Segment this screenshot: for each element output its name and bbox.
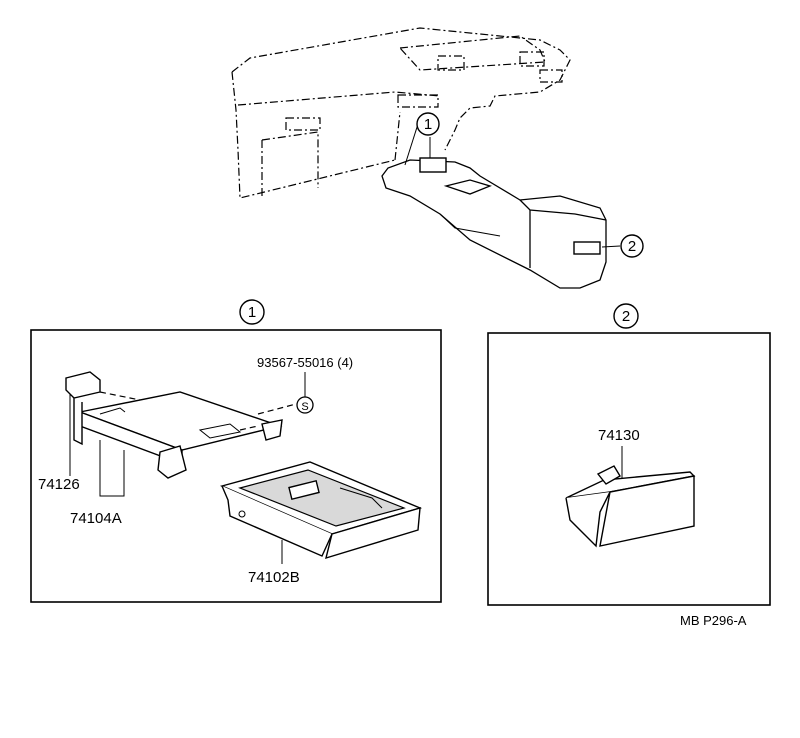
callout-label-1: 1 (424, 116, 432, 133)
side-bracket-foot (157, 445, 187, 479)
callout-circle-1 (416, 112, 440, 136)
side-bracket-leg (73, 398, 83, 446)
dash-center-line (394, 111, 401, 161)
console-side-line (439, 213, 501, 237)
leader-assembly (99, 440, 125, 497)
panel-2: 2 74130 (487, 303, 771, 606)
dashboard-mid-line (237, 91, 441, 106)
rear-ashtray-location (573, 241, 601, 255)
dashboard-lower-outline (231, 71, 396, 199)
tray-left-side (221, 485, 333, 557)
ashtray-front-face (599, 475, 695, 547)
tray-insert (288, 479, 320, 501)
reference-code: MB P296-A (680, 613, 747, 628)
bracket-assembly (65, 371, 297, 479)
panel-2-title-number: 2 (622, 308, 630, 325)
left-vent (285, 117, 321, 131)
ashtray-part-number: 74130 (598, 427, 640, 444)
assembly-part-number: 74104A (70, 510, 122, 527)
leader-callout-2 (601, 245, 621, 248)
leader-callout-1 (404, 123, 419, 166)
bolt-symbol-label: S (301, 401, 308, 413)
panel-1-frame (30, 329, 442, 603)
rear-ashtray (565, 465, 696, 548)
panel-1-title-number: 1 (248, 304, 256, 321)
right-vent (539, 69, 563, 83)
ashtray-side (565, 491, 611, 548)
front-ashtray-tray (219, 461, 423, 560)
instrument-vent-2 (519, 51, 545, 67)
bracket-plate-top (77, 391, 283, 451)
tray-divider (339, 487, 383, 509)
console-armrest-top (519, 199, 607, 221)
side-bracket-top (65, 371, 101, 399)
dashboard-outline (231, 27, 571, 151)
instrument-hood (398, 35, 546, 71)
instrument-vent-1 (437, 55, 465, 71)
center-vent (397, 94, 439, 108)
tray-inner (238, 469, 406, 527)
shifter-area (443, 179, 492, 195)
panel-2-frame (487, 332, 771, 606)
bolt-line-right-2 (239, 425, 259, 431)
glovebox-top (261, 131, 319, 188)
bracket-tab-1 (99, 407, 126, 415)
bolt-line-left (99, 391, 141, 401)
tray-front-face (325, 507, 421, 560)
ashtray-spring-clip (596, 465, 621, 485)
tray-part-number: 74102B (248, 569, 300, 586)
bolt-part-number: 93567-55016 (4) (257, 355, 353, 370)
front-ashtray-location (419, 157, 447, 173)
callout-circle-2 (620, 234, 644, 258)
panel-1: 1 S 93567-55016 (4) 74126 74104A (30, 299, 442, 603)
bracket-slot (198, 423, 242, 439)
center-console (381, 159, 607, 289)
right-tab (261, 419, 283, 441)
panel-1-title-circle (239, 299, 265, 325)
tray-pin (238, 510, 246, 518)
callout-label-2: 2 (628, 238, 636, 255)
panel-2-title-circle (613, 303, 639, 329)
bolt-line-right (257, 403, 297, 415)
dashboard-overview: 1 2 (231, 27, 644, 289)
bracket-part-number: 74126 (38, 476, 80, 493)
